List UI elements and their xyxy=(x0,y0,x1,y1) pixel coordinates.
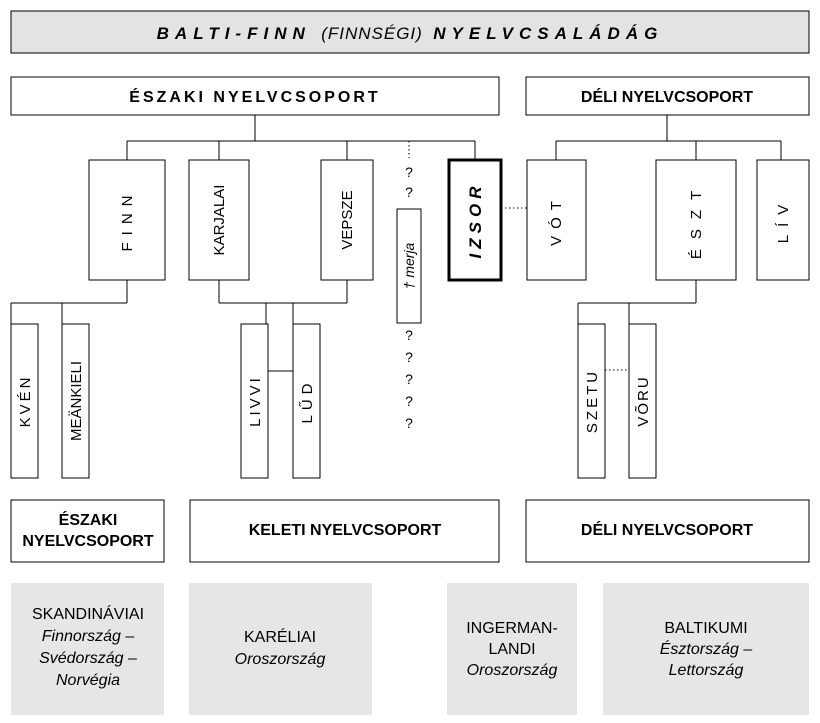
liv-box xyxy=(756,159,810,281)
south-branch-label: DÉLI NYELVCSOPORT xyxy=(581,87,753,106)
question-mark: ? xyxy=(405,349,413,365)
region-kareliai-name: KARÉLIAI xyxy=(244,627,316,646)
north-branch-label: ÉSZAKI NYELVCSOPORT xyxy=(129,87,380,106)
merja-label: † merja xyxy=(401,242,417,289)
bottom-east-box xyxy=(189,499,500,563)
region-ingermanlandi-name-2: LANDI xyxy=(488,641,535,658)
voru-label: VÕRU xyxy=(635,375,652,426)
bottom-east-label: KELETI NYELVCSOPORT xyxy=(249,522,442,539)
title-part-1: BALTI-FINN xyxy=(157,24,311,43)
region-kareliai-line-1: Oroszország xyxy=(235,651,326,668)
finn-box xyxy=(88,159,166,281)
szetu-box xyxy=(577,323,606,479)
vot-label: VÓT xyxy=(548,194,565,246)
title-part-3: NYELVCSALÁDÁG xyxy=(433,24,663,43)
region-skandinaviai-line-1: Finnország – xyxy=(42,628,135,645)
meankieli-box xyxy=(61,323,90,479)
bottom-south-box xyxy=(525,499,810,563)
region-baltikumi xyxy=(603,583,809,715)
region-skandinaviai-name: SKANDINÁVIAI xyxy=(32,604,144,623)
bottom-north-label-1: ÉSZAKI xyxy=(59,510,118,529)
question-mark: ? xyxy=(405,415,413,431)
region-baltikumi-line-1: Észtország – xyxy=(660,639,753,658)
north-branch-box xyxy=(10,76,500,116)
title: BALTI-FINN (FINNSÉGI) NYELVCSALÁDÁG xyxy=(157,24,664,43)
north-connectors xyxy=(126,115,476,160)
eszt-label: ÉSZT xyxy=(688,181,705,259)
kven-box xyxy=(10,323,39,479)
vepsze-label: VEPSZE xyxy=(339,190,356,249)
lud-label: LŰD xyxy=(299,378,316,423)
uncertain-links: ? ? ? ? ? ? ? xyxy=(405,164,413,431)
lud-box xyxy=(292,323,321,479)
merja-box xyxy=(396,208,422,324)
region-kareliai xyxy=(189,583,372,715)
vot-box xyxy=(526,159,587,281)
szetu-label: SZETU xyxy=(584,369,601,433)
vepsze-box xyxy=(320,159,374,281)
meankieli-label: MEÄNKIELI xyxy=(68,361,85,441)
dialect-connectors xyxy=(10,280,697,324)
question-mark: ? xyxy=(405,164,413,180)
bottom-north-label-2: NYELVCSOPORT xyxy=(22,533,154,550)
question-mark: ? xyxy=(405,184,413,200)
karjalai-label: KARJALAI xyxy=(211,185,228,256)
title-part-2: (FINNSÉGI) xyxy=(321,24,423,43)
voru-box xyxy=(628,323,657,479)
question-mark: ? xyxy=(405,327,413,343)
south-connectors xyxy=(555,115,782,160)
region-ingermanlandi-name-1: INGERMAN- xyxy=(466,620,558,637)
question-mark: ? xyxy=(405,393,413,409)
region-skandinaviai-line-2: Svédország – xyxy=(39,650,137,667)
region-ingermanlandi-line-1: Oroszország xyxy=(467,662,558,679)
south-branch-box xyxy=(525,76,810,116)
finn-label: FINN xyxy=(119,189,136,252)
region-baltikumi-line-2: Lettország xyxy=(669,662,744,679)
kven-label: KVÉN xyxy=(17,375,34,428)
liv-label: LÍV xyxy=(775,197,792,244)
livvi-label: LIVVI xyxy=(247,375,264,427)
karjalai-box xyxy=(188,159,250,281)
region-ingermanlandi xyxy=(447,583,577,715)
region-skandinaviai xyxy=(11,583,164,715)
izsor-box xyxy=(447,158,503,282)
title-box xyxy=(10,10,810,54)
region-baltikumi-name: BALTIKUMI xyxy=(664,620,747,637)
bottom-north-box xyxy=(10,499,165,563)
livvi-box xyxy=(240,323,269,479)
izsor-label: IZSOR xyxy=(466,182,485,259)
bottom-south-label: DÉLI NYELVCSOPORT xyxy=(581,520,753,539)
question-mark: ? xyxy=(405,371,413,387)
region-skandinaviai-line-3: Norvégia xyxy=(56,672,120,689)
eszt-box xyxy=(655,159,737,281)
